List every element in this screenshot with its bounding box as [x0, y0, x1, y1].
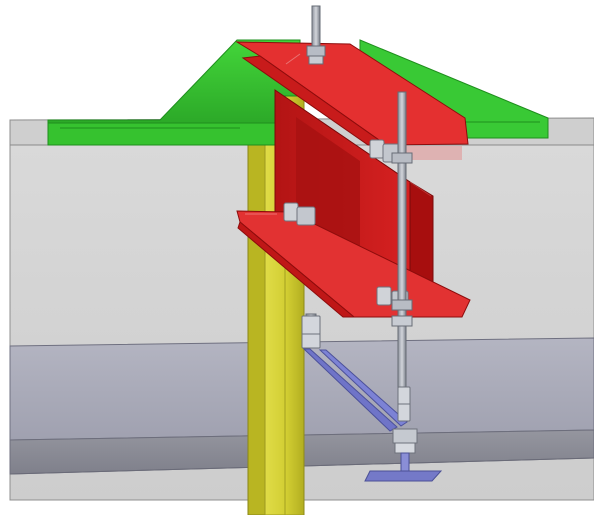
detail-highlights: [245, 53, 432, 215]
hex-bolt-icon: [296, 206, 316, 226]
hex-bolt-icon: [283, 202, 299, 222]
green-flashing: [47, 39, 549, 146]
hanger-assembly: [301, 315, 408, 432]
threaded-rod-icon: [311, 5, 321, 51]
clevis-icon: [301, 315, 321, 349]
threaded-rod-icon: [397, 91, 407, 410]
base-plate-icon: [364, 470, 443, 482]
red-steel-beam: [235, 41, 471, 318]
hex-bolt-icon: [369, 139, 385, 159]
lower-rod-assembly: [364, 386, 443, 482]
hex-bolt-icon: [376, 286, 392, 306]
